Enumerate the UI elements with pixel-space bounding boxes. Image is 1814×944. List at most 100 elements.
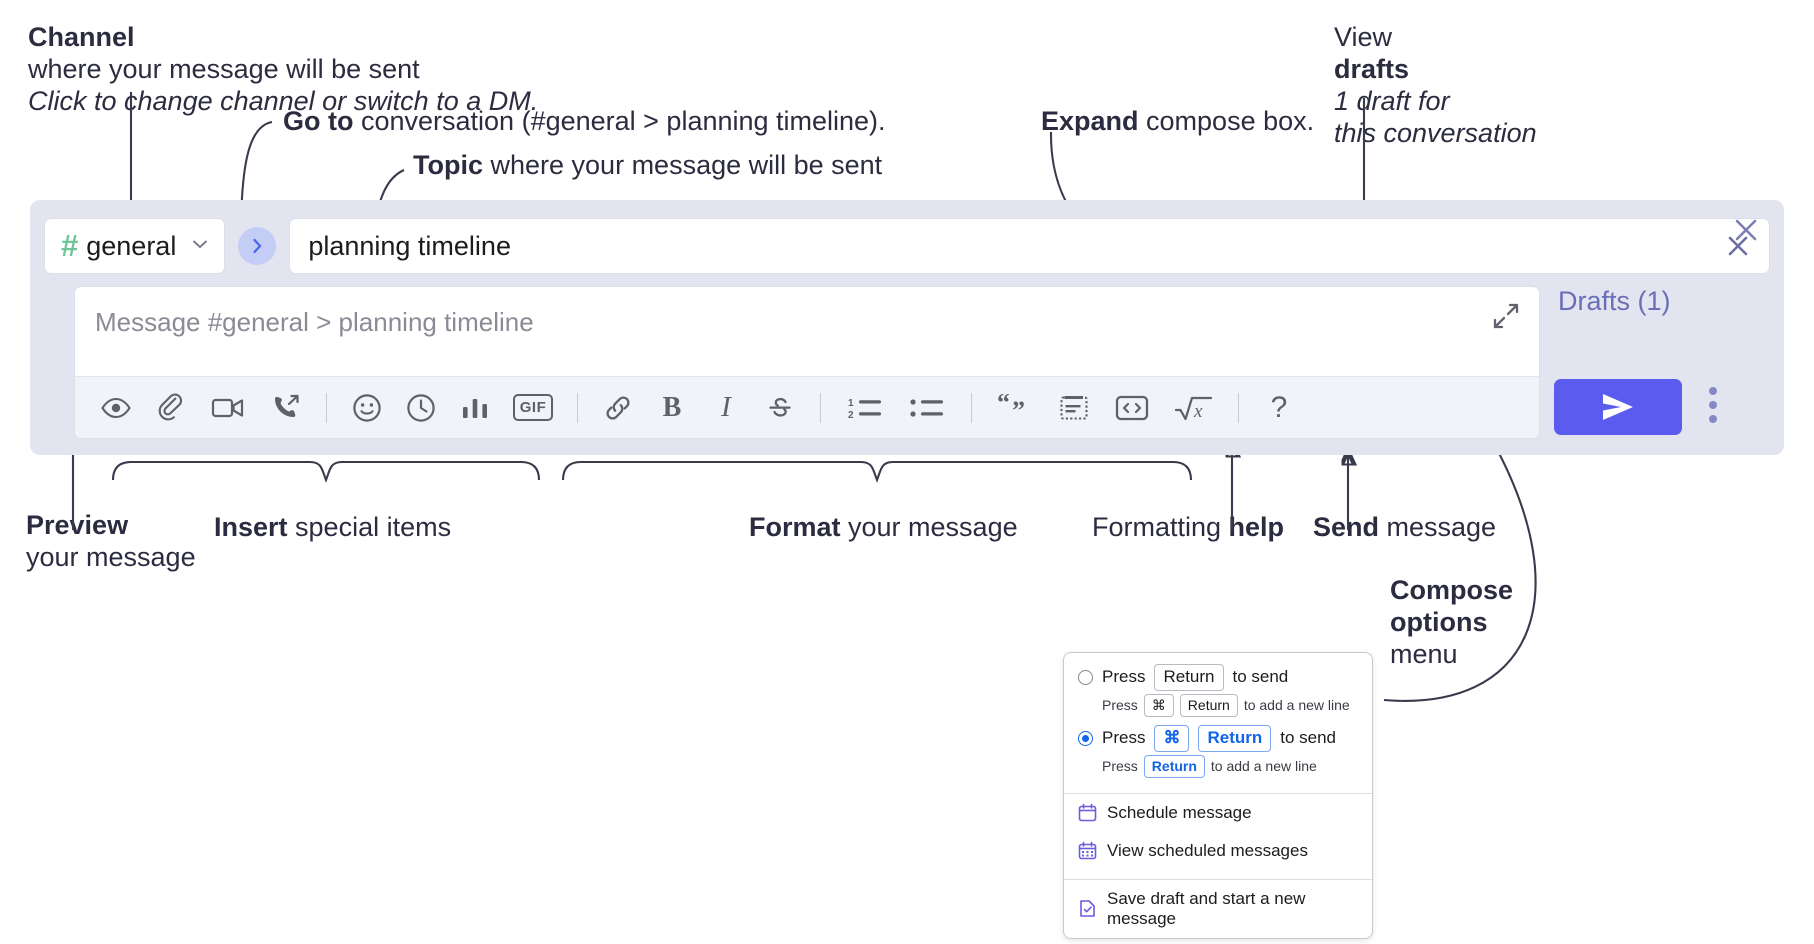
go-to-conversation-button[interactable] bbox=[238, 227, 277, 265]
formatting-help-icon[interactable]: ? bbox=[1257, 386, 1301, 430]
close-compose-icon[interactable] bbox=[1730, 214, 1764, 248]
annotation-topic-rest: where your message will be sent bbox=[483, 150, 883, 180]
annotation-drafts: View drafts 1 draft for this conversatio… bbox=[1334, 22, 1537, 149]
keycap-return-3: Return bbox=[1198, 724, 1272, 752]
menu-return-sub-press: Press bbox=[1102, 697, 1138, 714]
compose-options-menu: Press Return to send Press ⌘ Return to a… bbox=[1063, 652, 1373, 939]
help-label: ? bbox=[1270, 390, 1288, 424]
annotation-preview-bold: Preview bbox=[26, 510, 129, 540]
drafts-link[interactable]: Drafts (1) bbox=[1558, 286, 1671, 316]
hash-icon: # bbox=[61, 227, 79, 263]
kebab-dot-3 bbox=[1709, 415, 1717, 423]
video-clip-icon[interactable] bbox=[202, 386, 254, 430]
annotation-expand: Expand compose box. bbox=[1041, 106, 1314, 138]
compose-options-button[interactable] bbox=[1698, 385, 1728, 425]
menu-cmd-sub-suffix: to add a new line bbox=[1210, 758, 1317, 775]
menu-item-view-scheduled[interactable]: View scheduled messages bbox=[1064, 832, 1372, 870]
brace-insert bbox=[111, 460, 541, 483]
menu-return-press: Press bbox=[1102, 667, 1146, 687]
keycap-cmd-1: ⌘ bbox=[1143, 693, 1174, 717]
bulleted-list-icon[interactable] bbox=[901, 386, 953, 430]
chevron-down-icon bbox=[190, 234, 210, 259]
channel-selector[interactable]: # general bbox=[44, 218, 226, 274]
menu-divider-1 bbox=[1064, 792, 1372, 794]
menu-cmd-sub-press: Press bbox=[1102, 758, 1138, 775]
separator-2 bbox=[577, 392, 578, 423]
emoji-icon[interactable] bbox=[345, 386, 389, 430]
svg-text:2: 2 bbox=[848, 410, 854, 421]
separator-5 bbox=[1238, 392, 1239, 423]
strikethrough-icon[interactable] bbox=[758, 386, 802, 430]
annotation-expand-rest: compose box. bbox=[1138, 106, 1315, 136]
menu-option-cmd-return-sub: Press Return to add a new line bbox=[1064, 754, 1372, 784]
annotation-topic-bold: Topic bbox=[413, 150, 483, 180]
math-icon[interactable]: x bbox=[1168, 386, 1220, 430]
annotation-compose-bold2: options bbox=[1390, 606, 1488, 637]
reminder-icon[interactable] bbox=[399, 386, 443, 430]
code-icon[interactable] bbox=[1052, 386, 1096, 430]
topic-field[interactable]: planning timeline bbox=[289, 218, 1770, 274]
annotation-preview-line2: your message bbox=[26, 541, 196, 572]
annotation-insert: Insert special items bbox=[214, 512, 451, 544]
menu-option-return[interactable]: Press Return to send bbox=[1064, 662, 1372, 693]
menu-option-return-sub: Press ⌘ Return to add a new line bbox=[1064, 693, 1372, 723]
close-icon[interactable] bbox=[1721, 229, 1755, 263]
svg-text:“: “ bbox=[997, 394, 1010, 417]
code-block-icon[interactable] bbox=[1106, 386, 1158, 430]
calendar-icon bbox=[1078, 803, 1097, 822]
channel-name: general bbox=[86, 230, 177, 261]
separator-3 bbox=[820, 392, 821, 423]
compose-panel: # general planning timeline Message #gen… bbox=[30, 200, 1784, 455]
radio-return[interactable] bbox=[1078, 669, 1093, 685]
annotation-send: Send message bbox=[1313, 512, 1496, 544]
file-check-icon bbox=[1078, 899, 1097, 918]
annotation-goto-bold: Go to bbox=[283, 106, 354, 136]
send-icon bbox=[1603, 394, 1633, 420]
annotation-insert-rest: special items bbox=[287, 512, 452, 542]
drafts-column: Drafts (1) bbox=[1540, 200, 1784, 455]
send-button[interactable] bbox=[1554, 379, 1682, 435]
message-editor[interactable]: Message #general > planning timeline bbox=[74, 286, 1540, 439]
poll-icon[interactable] bbox=[453, 386, 497, 430]
menu-option-cmd-return[interactable]: Press ⌘ Return to send bbox=[1064, 723, 1372, 754]
annotation-goto: Go to conversation (#general > planning … bbox=[283, 106, 886, 138]
menu-return-sub-suffix: to add a new line bbox=[1243, 697, 1350, 714]
menu-cmd-suffix: to send bbox=[1280, 728, 1337, 748]
annotation-formatting-help: Formatting help bbox=[1092, 512, 1284, 544]
preview-icon[interactable] bbox=[94, 386, 138, 430]
annotation-send-rest: message bbox=[1379, 512, 1497, 542]
menu-item-view-scheduled-label: View scheduled messages bbox=[1107, 840, 1308, 860]
annotation-drafts-plain: View bbox=[1334, 22, 1393, 52]
link-icon[interactable] bbox=[596, 386, 640, 430]
gif-icon[interactable]: GIF bbox=[507, 386, 559, 430]
annotation-format-bold: Format bbox=[749, 512, 841, 542]
audio-clip-icon[interactable] bbox=[264, 386, 308, 430]
svg-text:”: ” bbox=[1012, 396, 1025, 422]
expand-icon[interactable] bbox=[1491, 301, 1523, 333]
keycap-cmd-2: ⌘ bbox=[1154, 724, 1190, 752]
annotation-drafts-bold: drafts bbox=[1334, 53, 1410, 84]
svg-text:1: 1 bbox=[848, 398, 854, 409]
annotation-channel-subtitle: Click to change channel or switch to a D… bbox=[28, 85, 539, 116]
bold-icon[interactable]: B bbox=[650, 386, 694, 430]
annotation-channel-rest: where your message will be sent bbox=[28, 53, 420, 84]
menu-item-save-draft[interactable]: Save draft and start a new message bbox=[1064, 880, 1372, 938]
formatting-toolbar: GIF B I bbox=[75, 376, 1539, 438]
blockquote-icon[interactable]: “” bbox=[990, 386, 1042, 430]
menu-item-schedule-message[interactable]: Schedule message bbox=[1064, 794, 1372, 832]
attachment-icon[interactable] bbox=[148, 386, 192, 430]
annotation-drafts-line2: 1 draft for bbox=[1334, 85, 1450, 116]
chevron-right-icon bbox=[253, 238, 262, 254]
menu-item-schedule-label: Schedule message bbox=[1107, 802, 1252, 822]
menu-cmd-press: Press bbox=[1102, 728, 1146, 748]
italic-icon[interactable]: I bbox=[704, 386, 748, 430]
kebab-dot-1 bbox=[1709, 387, 1717, 395]
annotation-topic: Topic where your message will be sent bbox=[413, 150, 882, 182]
annotation-preview: Preview your message bbox=[26, 510, 196, 574]
menu-item-save-draft-label: Save draft and start a new message bbox=[1107, 888, 1306, 928]
radio-cmd-return[interactable] bbox=[1078, 730, 1093, 746]
keycap-return-4: Return bbox=[1143, 754, 1205, 778]
gif-label: GIF bbox=[512, 394, 554, 421]
message-placeholder: Message #general > planning timeline bbox=[95, 307, 534, 337]
